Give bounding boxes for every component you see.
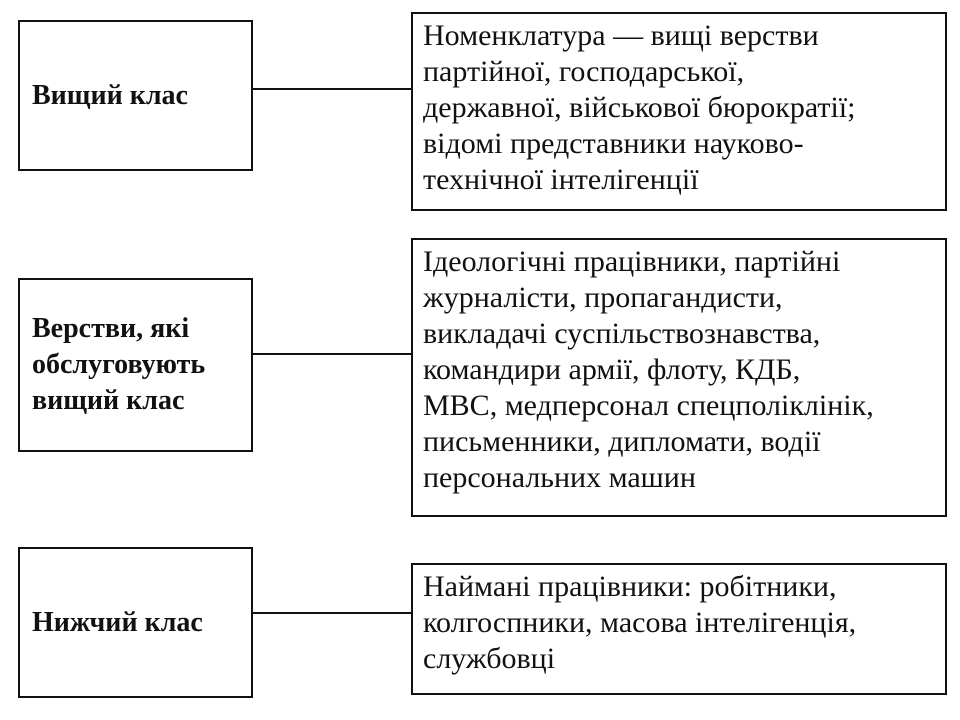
description-line: Ідеологічні працівники, партійні xyxy=(423,245,841,278)
category-label: вищий клас xyxy=(32,385,185,416)
category-box-upper-class: Вищий клас xyxy=(18,20,253,171)
category-label: Нижчий клас xyxy=(32,606,203,638)
description-line: персональних машин xyxy=(423,461,696,494)
description-line: службовці xyxy=(423,642,556,675)
category-label: Вищий клас xyxy=(32,79,188,111)
description-line: технічної інтелігенції xyxy=(423,163,699,196)
description-line: письменники, дипломати, водії xyxy=(423,425,821,458)
description-box-upper-class: Номенклатура — вищі верстви партійної, г… xyxy=(411,12,947,211)
description-line: Номенклатура — вищі верстви xyxy=(423,19,819,52)
description-line: партійної, господарської, xyxy=(423,55,745,88)
description-line: командири армії, флоту, КДБ, xyxy=(423,353,801,386)
description-line: МВС, медперсонал спецполіклінік, xyxy=(423,389,874,422)
description-line: викладачі суспільствознавства, xyxy=(423,317,821,350)
description-line: Наймані працівники: робітники, xyxy=(423,570,837,603)
description-box-serving-strata: Ідеологічні працівники, партійні журналі… xyxy=(411,238,947,517)
connector-line xyxy=(253,88,411,90)
description-box-lower-class: Наймані працівники: робітники, колгоспни… xyxy=(411,563,947,695)
connector-line xyxy=(253,353,411,355)
description-line: державної, військової бюрократії; xyxy=(423,91,856,124)
description-line: відомі представники науково- xyxy=(423,127,804,160)
category-box-lower-class: Нижчий клас xyxy=(18,547,253,698)
category-label: Верстви, які xyxy=(32,313,190,344)
category-label: обслуговують xyxy=(32,349,206,380)
connector-line xyxy=(253,612,411,614)
category-box-serving-strata: Верстви, які обслуговують вищий клас xyxy=(18,278,253,452)
description-line: колгоспники, масова інтелігенція, xyxy=(423,606,857,639)
description-line: журналісти, пропагандисти, xyxy=(423,281,783,314)
